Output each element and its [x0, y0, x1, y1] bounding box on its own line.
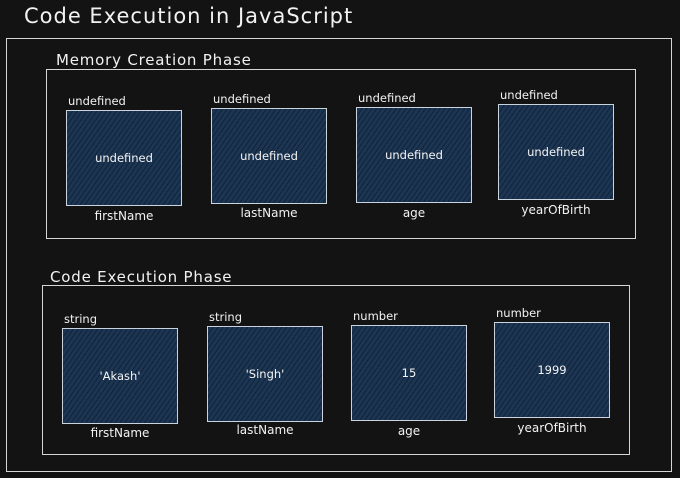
type-label: number [353, 309, 398, 323]
variable-value: 'Akash' [99, 369, 141, 383]
variable-box: 'Akash' [62, 328, 178, 424]
type-label: string [64, 312, 98, 326]
variable-name: lastName [240, 206, 298, 220]
variable-value: 'Singh' [245, 367, 285, 381]
type-label: undefined [358, 91, 416, 105]
variable-value: 1999 [537, 363, 567, 377]
variable-box: undefined [356, 107, 472, 203]
outer-frame [6, 38, 672, 472]
variable-name: lastName [236, 423, 294, 437]
variable-value: undefined [527, 145, 585, 159]
variable-name: age [397, 424, 421, 438]
variable-name: firstName [90, 426, 150, 440]
variable-box: undefined [211, 108, 327, 204]
variable-name: firstName [94, 209, 154, 223]
execution-phase-title: Code Execution Phase [50, 268, 233, 286]
variable-box: 15 [351, 325, 467, 421]
type-label: undefined [500, 88, 558, 102]
variable-value: undefined [385, 148, 443, 162]
variable-box: undefined [498, 104, 614, 200]
variable-name: yearOfBirth [521, 203, 591, 217]
variable-value: 15 [401, 366, 417, 380]
variable-box: undefined [66, 110, 182, 206]
memory-phase-box [46, 69, 636, 239]
execution-phase-box [42, 285, 630, 455]
variable-box: 'Singh' [207, 326, 323, 422]
variable-name: age [402, 206, 426, 220]
type-label: string [209, 310, 243, 324]
variable-value: undefined [240, 149, 298, 163]
diagram-title: Code Execution in JavaScript [24, 4, 354, 28]
variable-box: 1999 [494, 322, 610, 418]
variable-name: yearOfBirth [517, 421, 587, 435]
variable-value: undefined [95, 151, 153, 165]
type-label: undefined [68, 94, 126, 108]
type-label: undefined [213, 92, 271, 106]
memory-phase-title: Memory Creation Phase [56, 51, 252, 69]
type-label: number [496, 306, 541, 320]
